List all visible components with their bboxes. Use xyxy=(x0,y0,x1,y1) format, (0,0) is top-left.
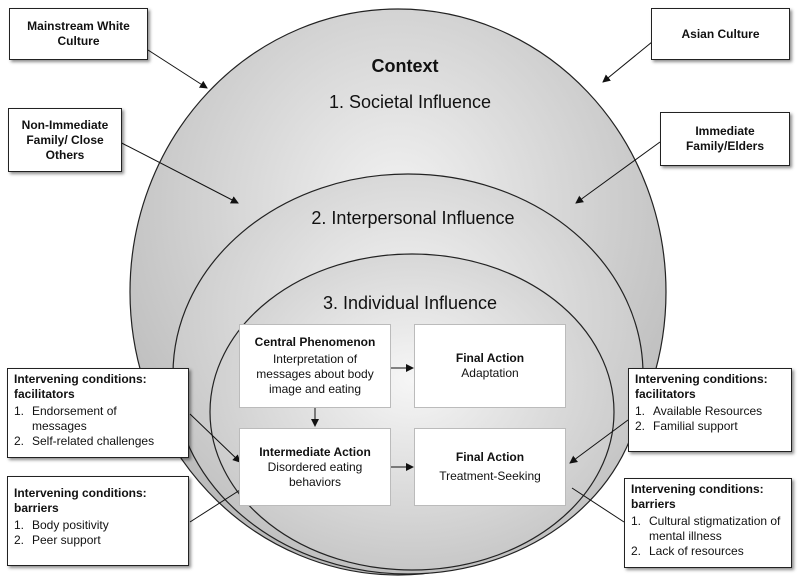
final-action-adaptation-body: Adaptation xyxy=(461,366,519,380)
left-barriers-list: 1. Body positivity 2. Peer support xyxy=(14,518,182,548)
list-item: 1. Cultural stigmatization of mental illn… xyxy=(631,514,785,544)
arrow-right-facilitators xyxy=(569,419,629,464)
list-item: 1. Endorsement of messages xyxy=(14,404,182,434)
list-item: 2. Familial support xyxy=(635,419,785,434)
item-number: 2. xyxy=(14,533,25,547)
item-text: Body positivity xyxy=(32,518,109,532)
final-action-adaptation-title: Final Action xyxy=(455,351,525,365)
arrow-mainstream-culture xyxy=(147,49,208,89)
arrow-asian-culture xyxy=(602,41,653,83)
item-number: 1. xyxy=(14,518,25,532)
item-text: Cultural stigmatization of mental illnes… xyxy=(649,514,781,543)
item-text: Lack of resources xyxy=(649,544,744,558)
right-facilitators-list: 1. Available Resources 2. Familial support xyxy=(635,404,785,434)
final-action-treatment-box: Final Action Treatment-Seeking xyxy=(414,428,566,506)
right-facilitators-heading: Intervening conditions: facilitators xyxy=(635,372,768,401)
asian-culture-label: Asian Culture xyxy=(681,26,760,41)
final-action-adaptation-box: Final Action Adaptation xyxy=(414,324,566,408)
non-immediate-family-box: Non-Immediate Family/ Close Others xyxy=(8,108,122,172)
central-phenomenon-title: Central Phenomenon xyxy=(254,335,376,349)
line-right-barriers xyxy=(571,487,625,523)
intermediate-action-body: Disordered eating behaviors xyxy=(267,459,363,489)
intermediate-action-title: Intermediate Action xyxy=(259,444,371,459)
item-number: 2. xyxy=(14,434,25,448)
immediate-family-label: Immediate Family/Elders xyxy=(685,124,765,153)
final-action-treatment-body: Treatment-Seeking xyxy=(439,469,541,483)
immediate-family-box: Immediate Family/Elders xyxy=(660,112,790,166)
item-text: Endorsement of messages xyxy=(32,404,117,433)
list-item: 2. Peer support xyxy=(14,533,182,548)
context-title: Context xyxy=(371,56,439,76)
arrow-immediate-family xyxy=(575,141,661,204)
societal-influence-label: 1. Societal Influence xyxy=(328,92,492,112)
left-facilitators-box: Intervening conditions: facilitators 1. E… xyxy=(7,368,189,458)
line-left-barriers xyxy=(189,489,241,523)
item-number: 1. xyxy=(631,514,642,528)
item-text: Familial support xyxy=(653,419,738,433)
left-facilitators-list: 1. Endorsement of messages 2. Self-related… xyxy=(14,404,182,449)
arrow-non-immediate-family xyxy=(111,137,239,204)
interpersonal-influence-label: 2. Interpersonal Influence xyxy=(311,208,515,228)
final-action-treatment-title: Final Action xyxy=(455,450,525,464)
list-item: 2. Lack of resources xyxy=(631,544,785,559)
right-facilitators-box: Intervening conditions: facilitators 1. A… xyxy=(628,368,792,452)
left-barriers-box: Intervening conditions: barriers 1. Body … xyxy=(7,476,189,566)
left-facilitators-heading: Intervening conditions: facilitators xyxy=(14,372,147,401)
arrow-left-facilitators xyxy=(189,413,241,463)
individual-influence-label: 3. Individual Influence xyxy=(322,293,498,313)
item-number: 2. xyxy=(631,544,642,558)
item-number: 1. xyxy=(14,404,25,418)
right-barriers-heading: Intervening conditions: barriers xyxy=(631,482,764,511)
item-text: Available Resources xyxy=(653,404,763,418)
right-barriers-box: Intervening conditions: barriers 1. Cultu… xyxy=(624,478,792,568)
mainstream-white-culture-box: Mainstream White Culture xyxy=(9,8,148,60)
central-phenomenon-body: Interpretation of messages about body im… xyxy=(256,352,374,396)
left-barriers-heading: Intervening conditions: barriers xyxy=(14,486,147,515)
item-text: Self-related challenges xyxy=(32,434,155,448)
non-immediate-family-label: Non-Immediate Family/ Close Others xyxy=(21,117,109,162)
item-text: Peer support xyxy=(32,533,101,547)
item-number: 1. xyxy=(635,404,646,418)
item-number: 2. xyxy=(635,419,646,433)
mainstream-white-culture-label: Mainstream White Culture xyxy=(27,19,130,48)
asian-culture-box: Asian Culture xyxy=(651,8,790,60)
central-phenomenon-box: Central Phenomenon Interpretation of mes… xyxy=(239,324,391,408)
right-barriers-list: 1. Cultural stigmatization of mental illn… xyxy=(631,514,785,559)
list-item: 2. Self-related challenges xyxy=(14,434,182,449)
list-item: 1. Available Resources xyxy=(635,404,785,419)
list-item: 1. Body positivity xyxy=(14,518,182,533)
intermediate-action-box: Intermediate Action Disordered eating be… xyxy=(239,428,391,506)
